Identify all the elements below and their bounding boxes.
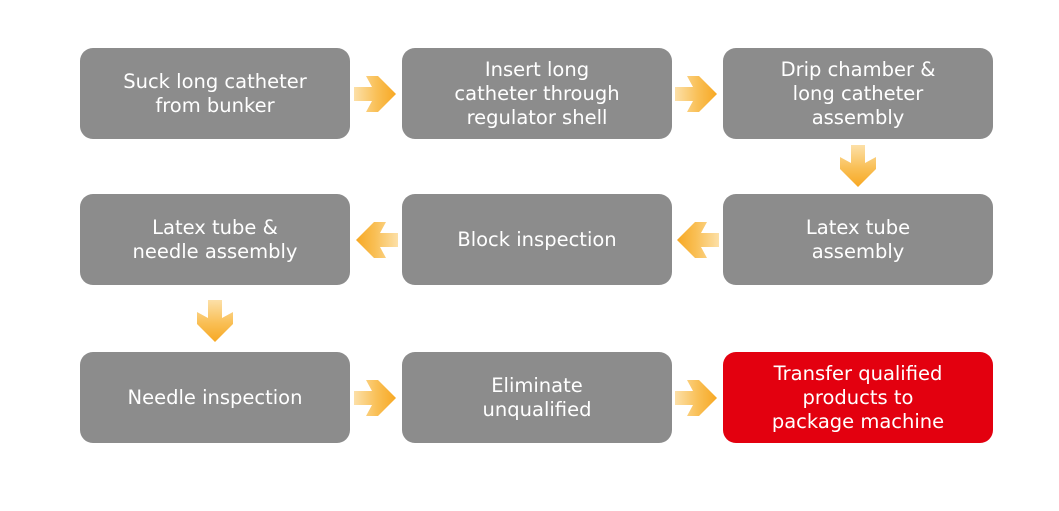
step-eliminate-unqualified: Eliminate unqualified bbox=[402, 352, 672, 443]
arrow-down-icon bbox=[836, 145, 880, 189]
step-label: Transfer qualified products to package m… bbox=[771, 361, 945, 433]
step-label: Insert long catheter through regulator s… bbox=[454, 57, 620, 129]
step-latex-tube-assembly: Latex tube assembly bbox=[723, 194, 993, 285]
step-label: Latex tube assembly bbox=[805, 215, 911, 263]
arrow-right-icon bbox=[354, 72, 398, 116]
step-label: Block inspection bbox=[457, 227, 617, 251]
step-label: Eliminate unqualified bbox=[482, 373, 592, 421]
step-transfer-to-package-machine: Transfer qualified products to package m… bbox=[723, 352, 993, 443]
step-block-inspection: Block inspection bbox=[402, 194, 672, 285]
arrow-right-icon bbox=[675, 72, 719, 116]
arrow-left-icon bbox=[354, 218, 398, 262]
step-label: Suck long catheter from bunker bbox=[123, 69, 307, 117]
arrow-down-icon bbox=[193, 300, 237, 344]
step-label: Latex tube & needle assembly bbox=[132, 215, 298, 263]
arrow-right-icon bbox=[354, 376, 398, 420]
arrow-left-icon bbox=[675, 218, 719, 262]
step-label: Drip chamber & long catheter assembly bbox=[780, 57, 936, 129]
arrow-right-icon bbox=[675, 376, 719, 420]
step-needle-inspection: Needle inspection bbox=[80, 352, 350, 443]
step-insert-long-catheter: Insert long catheter through regulator s… bbox=[402, 48, 672, 139]
step-drip-chamber-assembly: Drip chamber & long catheter assembly bbox=[723, 48, 993, 139]
step-latex-needle-assembly: Latex tube & needle assembly bbox=[80, 194, 350, 285]
step-label: Needle inspection bbox=[127, 385, 303, 409]
step-suck-long-catheter: Suck long catheter from bunker bbox=[80, 48, 350, 139]
